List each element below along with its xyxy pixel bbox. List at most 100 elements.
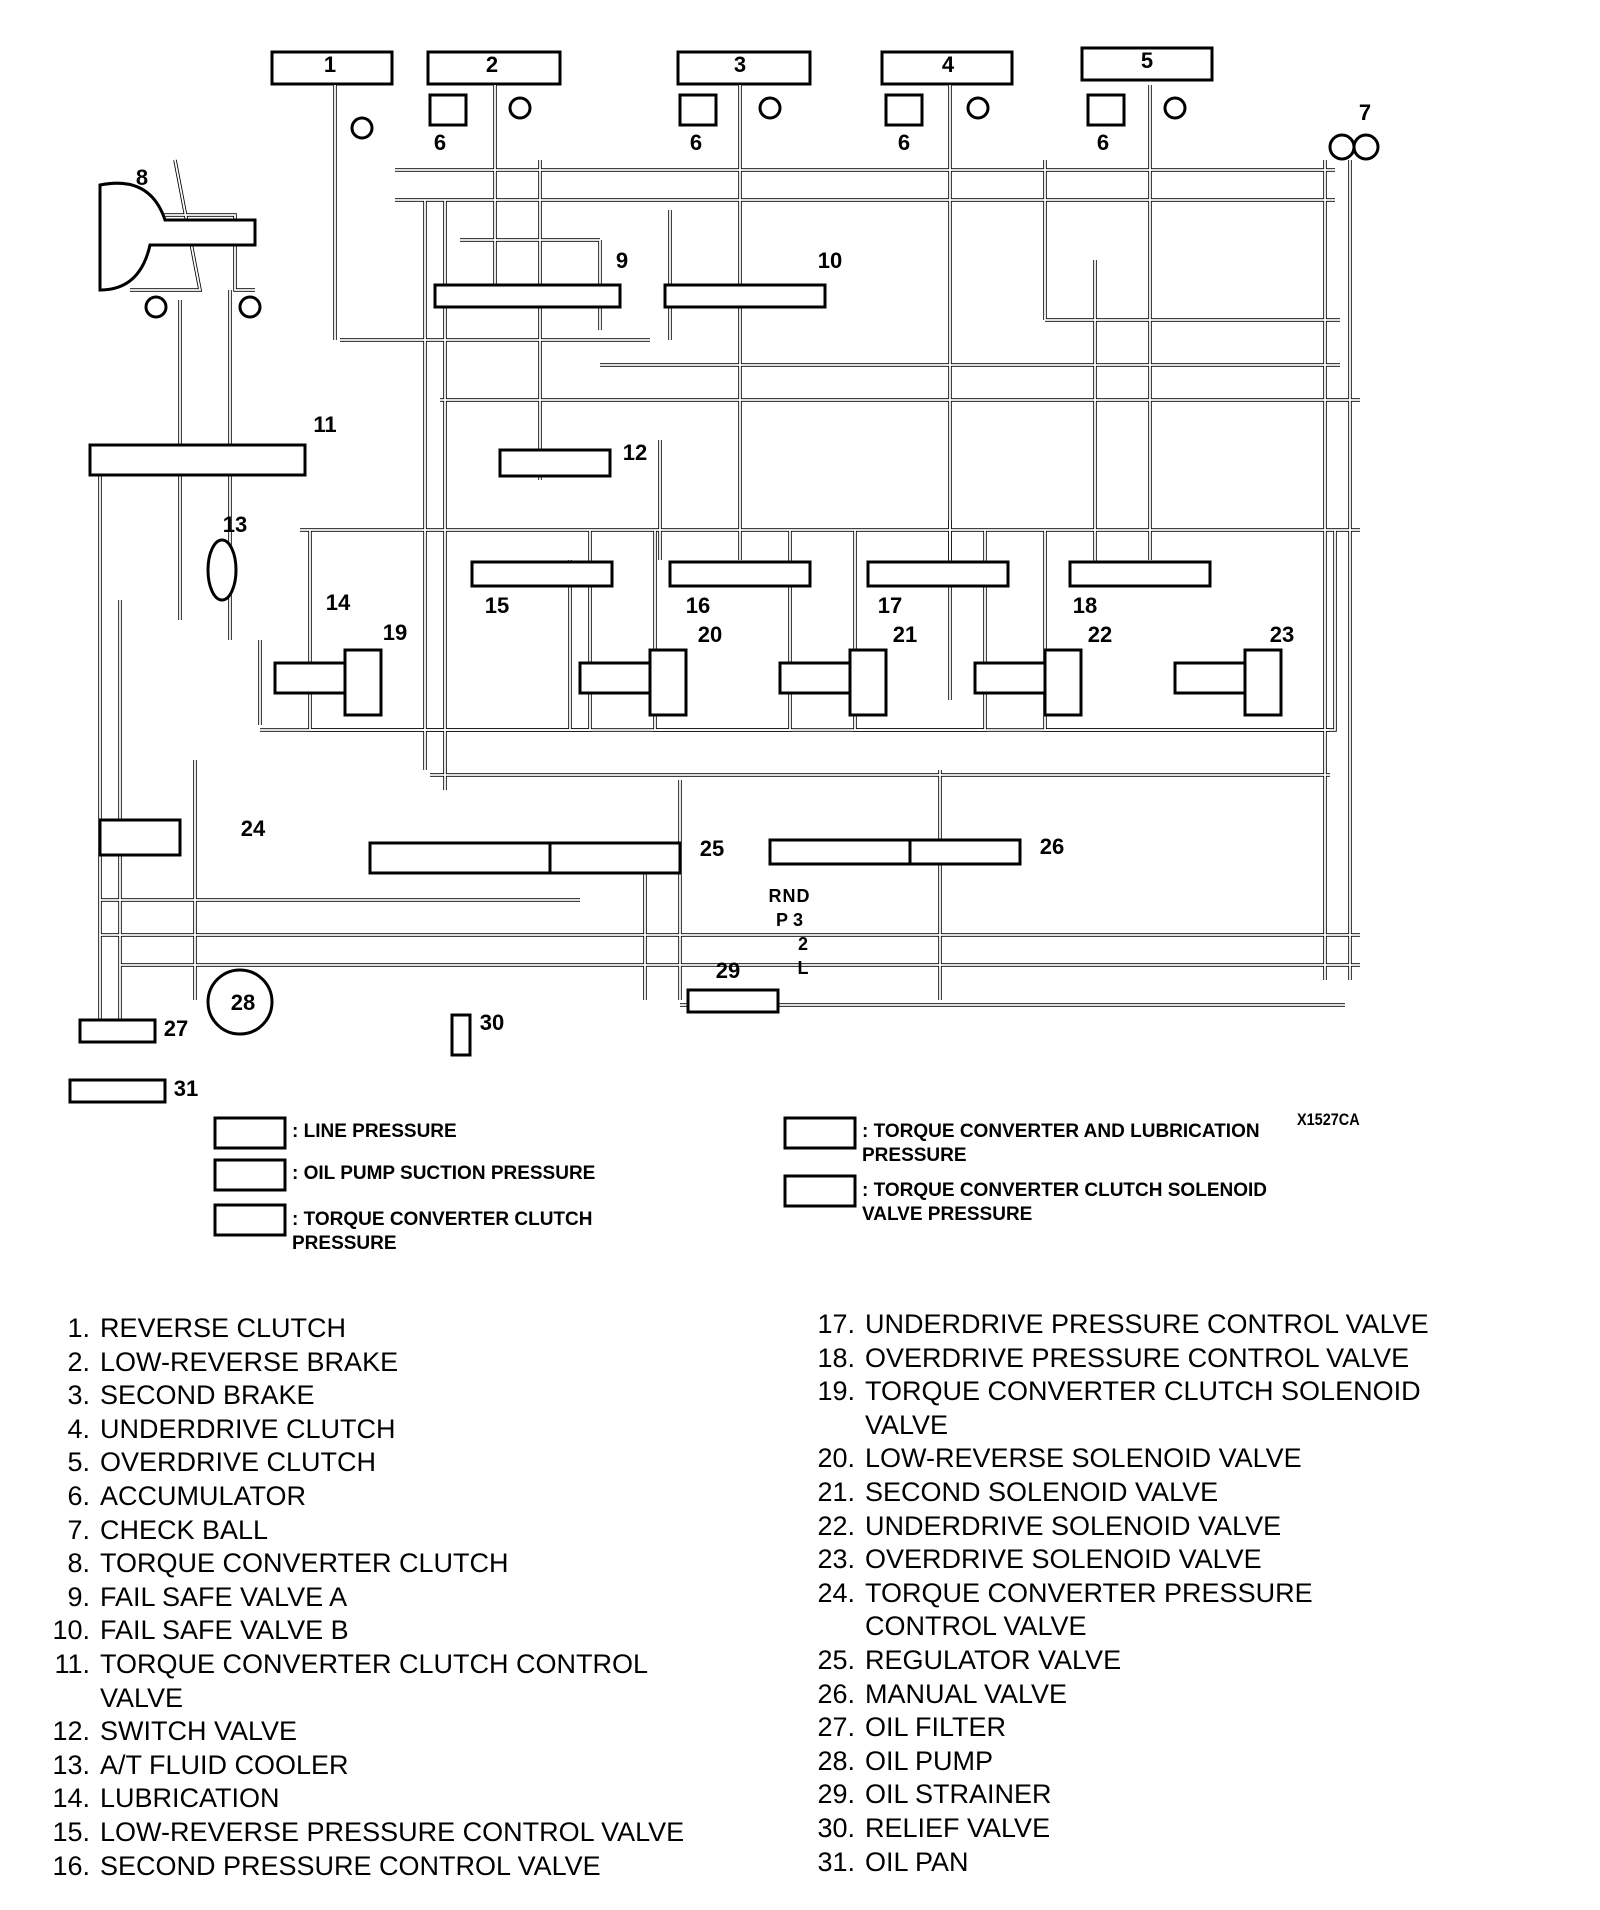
callout-6: 6 (434, 130, 446, 155)
list-item-number: 11. (54, 1648, 90, 1679)
list-item-name: OIL FILTER (865, 1712, 1007, 1743)
callout-31: 31 (174, 1076, 198, 1101)
legend-tc-lube-pressure: : TORQUE CONVERTER AND LUBRICATION PRESS… (862, 1121, 1260, 1166)
list-item: 18.OVERDRIVE PRESSURE CONTROL VALVE (805, 1342, 1565, 1376)
callout-21: 21 (893, 622, 917, 647)
legend-tcc-pressure: : TORQUE CONVERTER CLUTCH PRESSURE (292, 1209, 593, 1254)
callout-11: 11 (313, 412, 336, 437)
callout-14: 14 (326, 590, 351, 615)
selector-L: L (798, 958, 809, 978)
list-item: 10. FAIL SAFE VALVE B (40, 1614, 760, 1648)
accumulator-symbols (144, 93, 1187, 319)
list-item-name: RELIEF VALVE (865, 1812, 1051, 1843)
list-item-name: REVERSE CLUTCH (100, 1313, 347, 1343)
callout-18: 18 (1073, 593, 1097, 618)
callout-5: 5 (1141, 48, 1153, 73)
list-item: 21.SECOND SOLENOID VALVE (805, 1476, 1565, 1510)
pump-and-sump (68, 968, 780, 1104)
list-item-name: OIL STRAINER (865, 1779, 1052, 1810)
selector-2: 2 (798, 934, 808, 954)
list-item-name: SWITCH VALVE (100, 1716, 298, 1747)
list-item: 23.OVERDRIVE SOLENOID VALVE (805, 1543, 1565, 1577)
callout-4: 4 (942, 52, 955, 77)
list-item-number: 21. (817, 1476, 855, 1507)
list-item-name: LOW-REVERSE SOLENOID VALVE (865, 1443, 1302, 1474)
list-item-name: LOW-REVERSE PRESSURE CONTROL VALVE (100, 1816, 685, 1847)
list-item: 4. UNDERDRIVE CLUTCH (40, 1413, 760, 1447)
list-item-number: 29. (817, 1779, 855, 1810)
callout-16: 16 (686, 593, 710, 618)
callout-27: 27 (164, 1016, 188, 1041)
list-item-number: 23. (817, 1544, 855, 1575)
solenoid-valves (273, 648, 1283, 717)
list-item: 24.TORQUE CONVERTER PRESSURE CONTROL VAL… (805, 1577, 1565, 1644)
list-item-name: A/T FLUID COOLER (100, 1749, 349, 1780)
list-item: 11. TORQUE CONVERTER CLUTCH CONTROL VALVE (40, 1648, 760, 1715)
list-item-number: 22. (817, 1510, 855, 1541)
list-item: 22. UNDERDRIVE SOLENOID VALVE (805, 1510, 1565, 1544)
selector-R: R (769, 886, 782, 906)
list-item-name: LUBRICATION (100, 1783, 280, 1814)
list-item-number: 4. (67, 1413, 90, 1444)
clutch-boxes (270, 46, 1214, 86)
callout-17: 17 (878, 593, 902, 618)
list-item-number: 3. (67, 1380, 90, 1411)
list-item-number: 7. (67, 1514, 90, 1545)
list-item-name: TORQUE CONVERTER CLUTCH (100, 1548, 509, 1579)
list-item: 7.CHECK BALL (40, 1514, 760, 1548)
callout-6: 6 (898, 130, 910, 155)
list-item: 20.LOW-REVERSE SOLENOID VALVE (805, 1442, 1565, 1476)
callout-9: 9 (616, 248, 628, 273)
selector-P: P (776, 910, 788, 930)
list-item-number: 1. (67, 1313, 90, 1343)
list-item: 17. UNDERDRIVE PRESSURE CONTROL VALVE (805, 1308, 1565, 1342)
callout-29: 29 (716, 958, 740, 983)
list-item: 26.MANUAL VALVE (805, 1678, 1565, 1712)
list-item: 25.REGULATOR VALVE (805, 1644, 1565, 1678)
list-item-name: TORQUE CONVERTER CLUTCH CONTROL VALVE (100, 1648, 649, 1713)
list-item-number: 25. (817, 1644, 855, 1675)
check-ball-symbol (1328, 133, 1380, 161)
list-item: 6.ACCUMULATOR (40, 1480, 760, 1514)
list-item-number: 13. (52, 1749, 90, 1780)
callout-13: 13 (223, 512, 247, 537)
list-item: 16.SECOND PRESSURE CONTROL VALVE (40, 1850, 760, 1884)
list-item: 28.OIL PUMP (805, 1745, 1565, 1779)
list-item-name: FAIL SAFE VALVE B (100, 1615, 349, 1646)
list-item: 15. LOW-REVERSE PRESSURE CONTROL VALVE (40, 1816, 760, 1850)
callout-25: 25 (700, 836, 724, 861)
selector-D: D (797, 886, 810, 906)
selector-N: N (783, 886, 796, 906)
list-item-number: 15. (52, 1816, 90, 1847)
callout-10: 10 (818, 248, 842, 273)
list-item: 2.LOW-REVERSE BRAKE (40, 1346, 760, 1380)
list-item-number: 18. (817, 1342, 855, 1373)
list-item: 30. RELIEF VALVE (805, 1812, 1565, 1846)
list-item-name: UNDERDRIVE PRESSURE CONTROL VALVE (865, 1309, 1429, 1339)
callout-7: 7 (1359, 100, 1371, 125)
torque-converter-clutch-symbol (98, 181, 257, 292)
list-item-number: 17. (817, 1309, 855, 1339)
list-item-number: 19. (817, 1376, 855, 1407)
list-item-number: 30. (817, 1812, 855, 1843)
list-item-number: 14. (52, 1783, 90, 1814)
list-item-number: 8. (67, 1548, 90, 1579)
callout-20: 20 (698, 622, 722, 647)
callout-28: 28 (231, 990, 255, 1015)
callout-8: 8 (136, 165, 148, 190)
list-item-name: OIL PUMP (865, 1745, 994, 1776)
callout-19: 19 (383, 620, 407, 645)
list-item-number: 16. (52, 1850, 90, 1881)
list-item-number: 5. (67, 1447, 90, 1478)
list-item: 9.FAIL SAFE VALVE A (40, 1581, 760, 1615)
legend-tcc-solenoid-pressure: : TORQUE CONVERTER CLUTCH SOLENOID VALVE… (862, 1180, 1267, 1225)
list-item-name: UNDERDRIVE SOLENOID VALVE (865, 1510, 1282, 1541)
list-item-name: SECOND BRAKE (100, 1380, 315, 1411)
list-item-name: UNDERDRIVE CLUTCH (100, 1413, 396, 1444)
list-item-name: LOW-REVERSE BRAKE (100, 1346, 399, 1377)
list-item-name: TORQUE CONVERTER PRESSURE CONTROL VALVE (865, 1577, 1313, 1642)
list-item: 14. LUBRICATION (40, 1782, 760, 1816)
oil-passages (98, 85, 1360, 1030)
list-item-number: 10. (52, 1615, 90, 1646)
